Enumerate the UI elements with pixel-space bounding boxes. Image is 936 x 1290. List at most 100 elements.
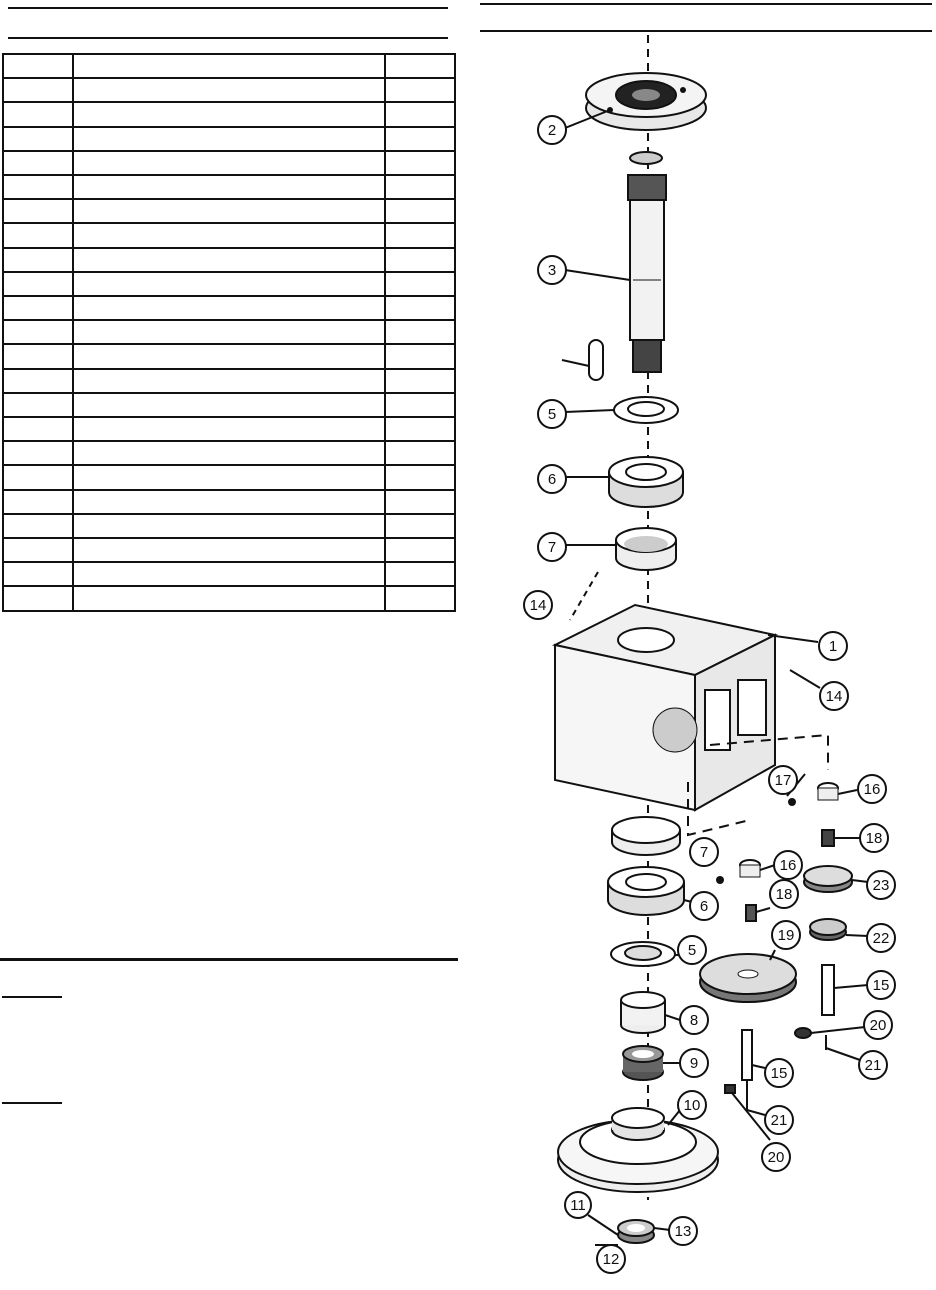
- right-header-rule-top: [480, 3, 932, 5]
- assembly-guide-lines: [687, 782, 751, 837]
- qty-cell: [384, 295, 456, 322]
- svg-text:21: 21: [865, 1057, 882, 1074]
- qty-cell: [384, 343, 456, 370]
- ref-no-cell: [2, 464, 74, 491]
- parts-table-row: [2, 295, 456, 322]
- notes-section-rule: [0, 958, 458, 961]
- flange-cap: [585, 72, 707, 131]
- parts-table-row: [2, 537, 456, 564]
- description-cell: [72, 319, 386, 346]
- ref-no-cell: [2, 270, 74, 298]
- description-cell: [72, 222, 386, 249]
- ref-no-cell: [2, 391, 74, 419]
- callout-5: 5: [537, 399, 567, 429]
- svg-text:9: 9: [690, 1055, 698, 1072]
- svg-text:16: 16: [864, 781, 881, 798]
- callout-6: 6: [537, 464, 567, 494]
- parts-table-row: [2, 52, 456, 80]
- callout-12: 12: [596, 1244, 626, 1274]
- callout-20: 20: [863, 1010, 893, 1040]
- callout-23: 23: [866, 870, 896, 900]
- qty-cell: [384, 222, 456, 249]
- ref-no-cell: [2, 198, 74, 225]
- ref-no-cell: [2, 488, 74, 515]
- qty-cell: [384, 416, 456, 443]
- callout-1: 1: [818, 631, 848, 661]
- parts-table-row: [2, 488, 456, 515]
- ref-no-cell: [2, 367, 74, 394]
- pulley-nut: [617, 1219, 655, 1244]
- svg-text:3: 3: [548, 262, 556, 279]
- qty-cell: [384, 561, 456, 588]
- spindle-shaft: [627, 151, 667, 373]
- ref-no-cell: [2, 149, 74, 177]
- svg-text:21: 21: [771, 1112, 788, 1129]
- spindle-sleeve: [620, 991, 666, 1034]
- qty-cell: [384, 174, 456, 201]
- svg-text:20: 20: [768, 1149, 785, 1166]
- callout-9: 9: [679, 1048, 709, 1078]
- qty-cell: [384, 52, 456, 80]
- svg-text:11: 11: [570, 1197, 586, 1214]
- upper-bearing-cup: [615, 527, 677, 571]
- description-cell: [72, 246, 386, 273]
- callout-7: 7: [537, 532, 567, 562]
- svg-text:8: 8: [690, 1012, 698, 1029]
- ref-no-cell: [2, 295, 74, 322]
- parts-table-row: [2, 561, 456, 588]
- parts-list-body: [2, 52, 456, 612]
- svg-text:22: 22: [873, 930, 890, 947]
- qty-cell: [384, 537, 456, 564]
- ref-no-cell: [2, 440, 74, 467]
- callout-21-lower: 21: [764, 1105, 794, 1135]
- parts-table-row: [2, 367, 456, 394]
- callout-13: 13: [668, 1216, 698, 1246]
- parts-table-row: [2, 391, 456, 419]
- callout-2: 2: [537, 115, 567, 145]
- parts-table-row: [2, 149, 456, 177]
- description-cell: [72, 270, 386, 298]
- svg-text:20: 20: [870, 1017, 887, 1034]
- svg-text:17: 17: [775, 772, 792, 789]
- callout-21: 21: [858, 1050, 888, 1080]
- qty-cell: [384, 440, 456, 467]
- svg-text:5: 5: [548, 406, 556, 423]
- parts-table-row: [2, 464, 456, 491]
- ref-no-cell: [2, 174, 74, 201]
- parts-table-row: [2, 512, 456, 540]
- svg-text:13: 13: [675, 1223, 692, 1240]
- lower-bearing-cup: [611, 816, 681, 856]
- parts-table-row: [2, 125, 456, 152]
- notes-heading-underline-2: [2, 1102, 62, 1104]
- exploded-parts-diagram: 2 3 5 6 7 14 1 14 17 16 16 18 23 7 18 6 …: [523, 35, 896, 1274]
- callout-16-middle: 16: [773, 850, 803, 880]
- parts-table-row: [2, 246, 456, 273]
- description-cell: [72, 367, 386, 394]
- left-header-rule-bottom: [8, 37, 448, 39]
- lower-bearing: [607, 866, 685, 916]
- parts-list-table: [2, 52, 456, 612]
- qty-cell: [384, 270, 456, 298]
- callout-15-lower: 15: [764, 1058, 794, 1088]
- parts-table-row: [2, 343, 456, 370]
- callout-11: 11: [564, 1191, 592, 1219]
- right-header-rule-bottom: [480, 30, 932, 32]
- svg-text:7: 7: [548, 539, 556, 556]
- svg-text:2: 2: [548, 122, 556, 139]
- ref-no-cell: [2, 246, 74, 273]
- pulley: [557, 1107, 719, 1193]
- ref-no-cell: [2, 537, 74, 564]
- svg-text:14: 14: [530, 597, 547, 614]
- description-cell: [72, 561, 386, 588]
- svg-text:14: 14: [826, 688, 843, 705]
- shaft-key: [588, 339, 604, 381]
- description-cell: [72, 101, 386, 128]
- ref-no-cell: [2, 222, 74, 249]
- description-cell: [72, 391, 386, 419]
- gear-housing: [552, 603, 778, 812]
- lock-nut: [622, 1045, 664, 1081]
- notes-heading-underline-1: [2, 996, 62, 998]
- callout-8: 8: [679, 1005, 709, 1035]
- qty-cell: [384, 464, 456, 491]
- description-cell: [72, 416, 386, 443]
